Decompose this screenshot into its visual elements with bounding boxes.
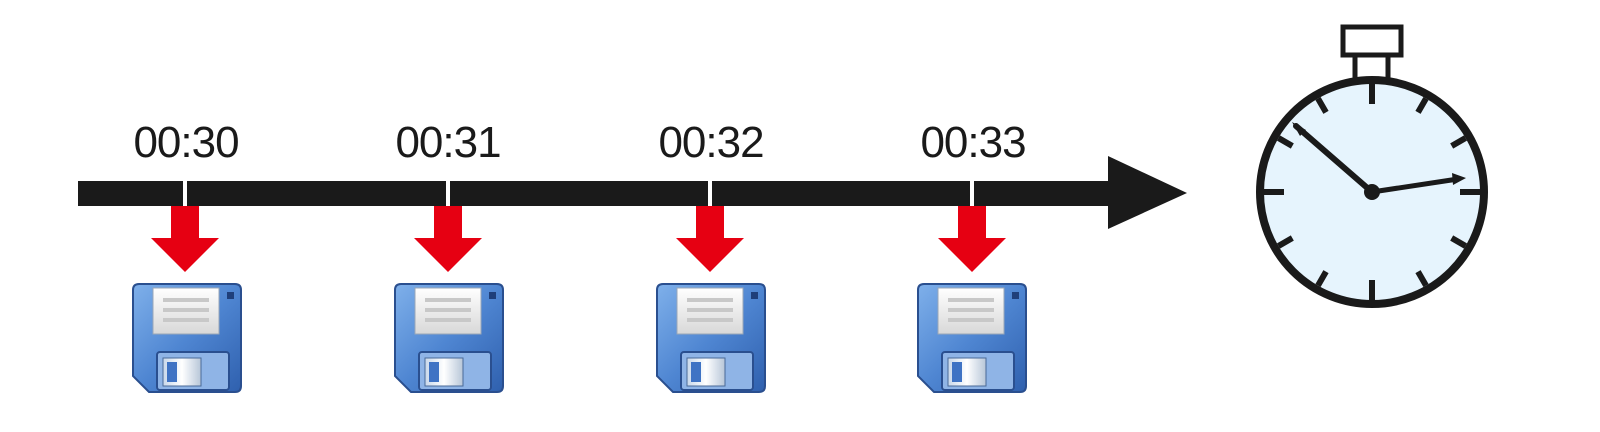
clock-tick (1450, 135, 1468, 149)
timeline-tick-2 (446, 181, 450, 206)
stopwatch-icon (1256, 24, 1488, 308)
clock-tick (1276, 135, 1294, 149)
timeline-bar (78, 181, 1118, 206)
down-arrow-icon (151, 206, 219, 272)
down-arrow-icon (414, 206, 482, 272)
clock-tick (1450, 235, 1468, 249)
clock-tick (1315, 96, 1329, 114)
clock-tick (1415, 96, 1429, 114)
down-arrow-icon (676, 206, 744, 272)
timeline-tick-4 (970, 181, 974, 206)
floppy-disk-icon (917, 283, 1027, 393)
time-label: 00:33 (920, 118, 1026, 167)
time-label: 00:30 (133, 118, 239, 167)
timeline-arrowhead (1108, 156, 1187, 229)
clock-tick (1415, 270, 1429, 288)
time-label: 00:32 (658, 118, 764, 167)
clock-tick (1276, 235, 1294, 249)
floppy-disk-icon (132, 283, 242, 393)
down-arrow-icon (938, 206, 1006, 272)
timeline-tick-3 (708, 181, 712, 206)
floppy-disk-icon (656, 283, 766, 393)
timeline-tick-1 (183, 181, 187, 206)
clock-ticks (1264, 84, 1480, 300)
floppy-disk-icon (394, 283, 504, 393)
clock-tick (1315, 270, 1329, 288)
time-label: 00:31 (395, 118, 501, 167)
